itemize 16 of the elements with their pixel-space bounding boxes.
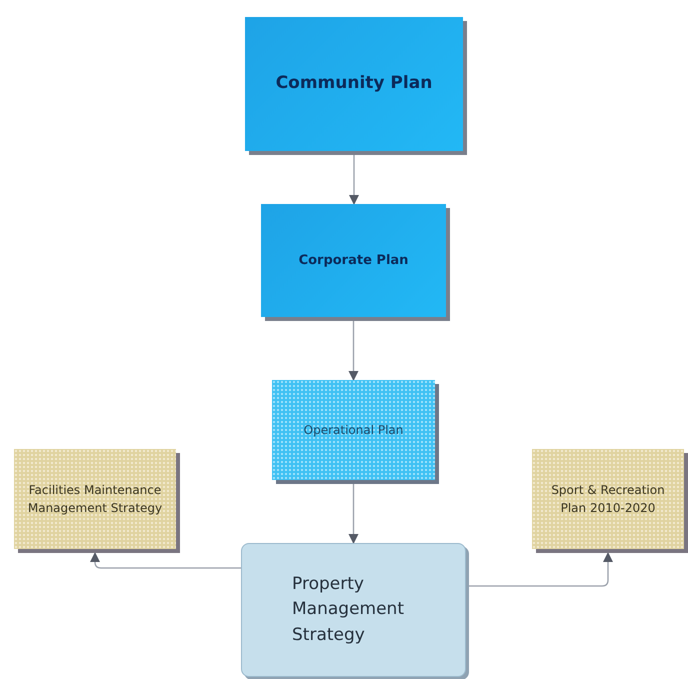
plan-box — [261, 204, 446, 317]
box-label: Operational Plan — [304, 422, 404, 439]
strategy-box — [14, 449, 176, 549]
box-label: Sport & Recreation Plan 2010-2020 — [550, 482, 666, 517]
box-label: Community Plan — [276, 72, 432, 96]
arrow — [348, 321, 358, 381]
plan-box — [245, 17, 463, 151]
strategy-box — [241, 543, 466, 677]
plan-box — [532, 449, 684, 549]
box-label: Corporate Plan — [298, 252, 408, 270]
arrow — [466, 552, 613, 587]
arrow — [348, 484, 358, 544]
box-label: Property Management Strategy — [292, 572, 405, 647]
plan-box — [272, 380, 435, 480]
box-label: Facilities Maintenance Management Strategy — [26, 482, 164, 517]
arrow — [90, 552, 241, 569]
